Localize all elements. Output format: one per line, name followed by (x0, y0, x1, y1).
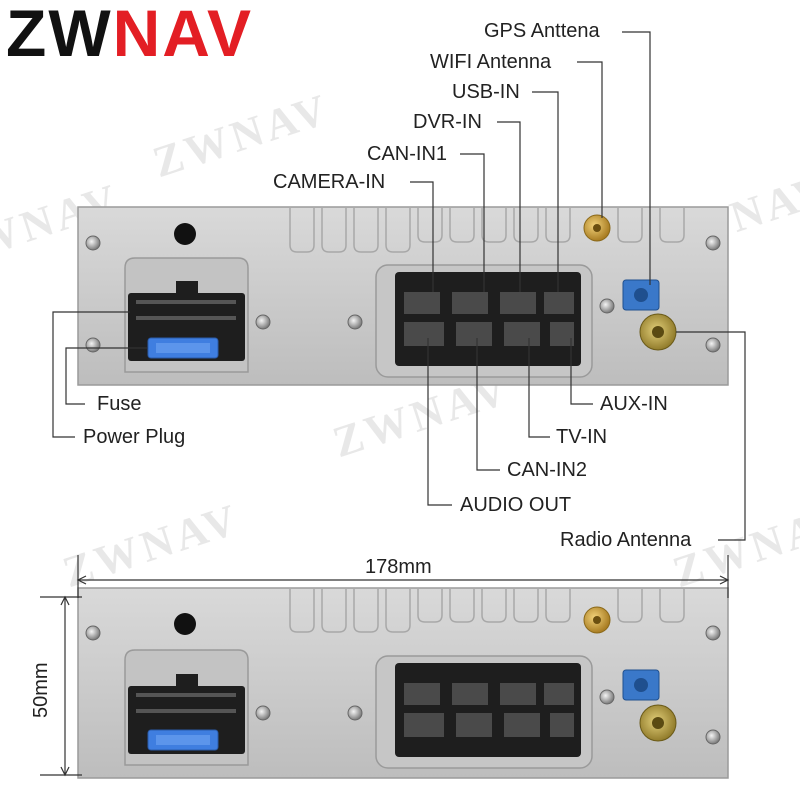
label-usb-in: USB-IN (452, 81, 520, 103)
label-gps-antenna: GPS Anttena (484, 20, 600, 42)
label-audio-out: AUDIO OUT (460, 494, 572, 516)
label-aux-in: AUX-IN (600, 393, 668, 415)
dimension-height-label: 50mm (30, 662, 52, 718)
label-can-in1: CAN-IN1 (367, 143, 448, 165)
bottom-panel (77, 587, 729, 779)
label-radio-antenna: Radio Antenna (560, 529, 692, 551)
logo-text-zw: ZW (6, 0, 113, 70)
top-panel (77, 206, 729, 386)
brand-logo: ZWNAV (6, 0, 253, 66)
label-fuse: Fuse (97, 393, 142, 415)
leader-lines (40, 31, 746, 777)
label-tv-in: TV-IN (556, 426, 608, 448)
label-camera-in: CAMERA-IN (273, 171, 386, 193)
label-power-plug: Power Plug (83, 426, 186, 448)
logo-text-nav: NAV (112, 0, 254, 70)
label-dvr-in: DVR-IN (413, 111, 482, 133)
label-can-in2: CAN-IN2 (507, 459, 588, 481)
dimension-width-label: 178mm (365, 556, 432, 578)
label-wifi-antenna: WIFI Antenna (430, 51, 552, 73)
